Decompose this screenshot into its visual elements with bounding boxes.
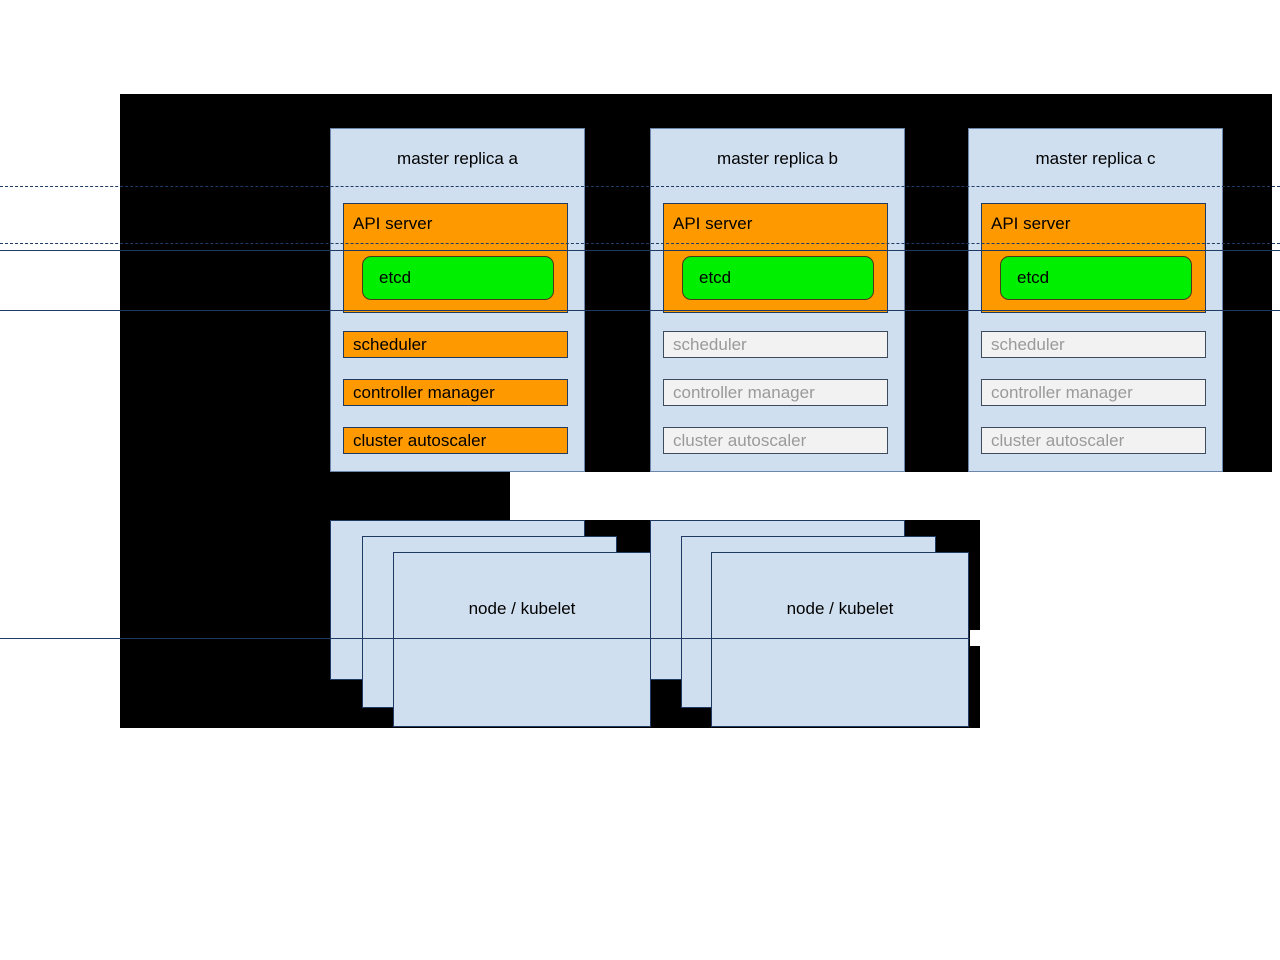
etcd-c[interactable]: etcd	[1000, 256, 1192, 300]
separator-etcd-top-rule	[0, 250, 1280, 251]
controller-manager-b[interactable]: controller manager	[663, 379, 888, 406]
separator-node-rule	[0, 638, 1280, 639]
cluster-autoscaler-c[interactable]: cluster autoscaler	[981, 427, 1206, 454]
separator-etcd-bottom-rule	[0, 310, 1280, 311]
controller-manager-a[interactable]: controller manager	[343, 379, 568, 406]
controller-manager-a-label: controller manager	[353, 382, 495, 402]
scheduler-b[interactable]: scheduler	[663, 331, 888, 358]
scheduler-a-label: scheduler	[353, 334, 427, 354]
cluster-autoscaler-a[interactable]: cluster autoscaler	[343, 427, 568, 454]
node-stack-left-label: node / kubelet	[468, 599, 576, 618]
master-replica-c-title: master replica c	[1035, 149, 1156, 168]
master-replica-a-title: master replica a	[397, 149, 518, 168]
etcd-a[interactable]: etcd	[362, 256, 554, 300]
node-stack-right-card-front[interactable]: node / kubelet	[711, 552, 969, 727]
etcd-c-label: etcd	[1017, 268, 1050, 287]
cluster-autoscaler-b[interactable]: cluster autoscaler	[663, 427, 888, 454]
scheduler-b-label: scheduler	[673, 334, 747, 354]
etcd-b-label: etcd	[699, 268, 732, 287]
separator-apiserver-rule	[0, 243, 1280, 244]
canvas-gap-right	[980, 472, 1280, 728]
scheduler-c-label: scheduler	[991, 334, 1065, 354]
etcd-a-label: etcd	[379, 268, 412, 287]
controller-manager-b-label: controller manager	[673, 382, 815, 402]
master-replica-b-title: master replica b	[717, 149, 838, 168]
api-server-b-label: API server	[673, 214, 753, 233]
api-server-a-label: API server	[353, 214, 433, 233]
controller-manager-c-label: controller manager	[991, 382, 1133, 402]
scheduler-c[interactable]: scheduler	[981, 331, 1206, 358]
node-stack-left-card-front[interactable]: node / kubelet	[393, 552, 651, 727]
node-rule-mask-right	[970, 630, 1280, 646]
etcd-b[interactable]: etcd	[682, 256, 874, 300]
controller-manager-c[interactable]: controller manager	[981, 379, 1206, 406]
node-stack-right-label: node / kubelet	[786, 599, 894, 618]
separator-title-rule	[0, 186, 1280, 187]
scheduler-a[interactable]: scheduler	[343, 331, 568, 358]
api-server-c-label: API server	[991, 214, 1071, 233]
cluster-autoscaler-b-label: cluster autoscaler	[673, 430, 807, 450]
cluster-autoscaler-c-label: cluster autoscaler	[991, 430, 1125, 450]
cluster-autoscaler-a-label: cluster autoscaler	[353, 430, 487, 450]
